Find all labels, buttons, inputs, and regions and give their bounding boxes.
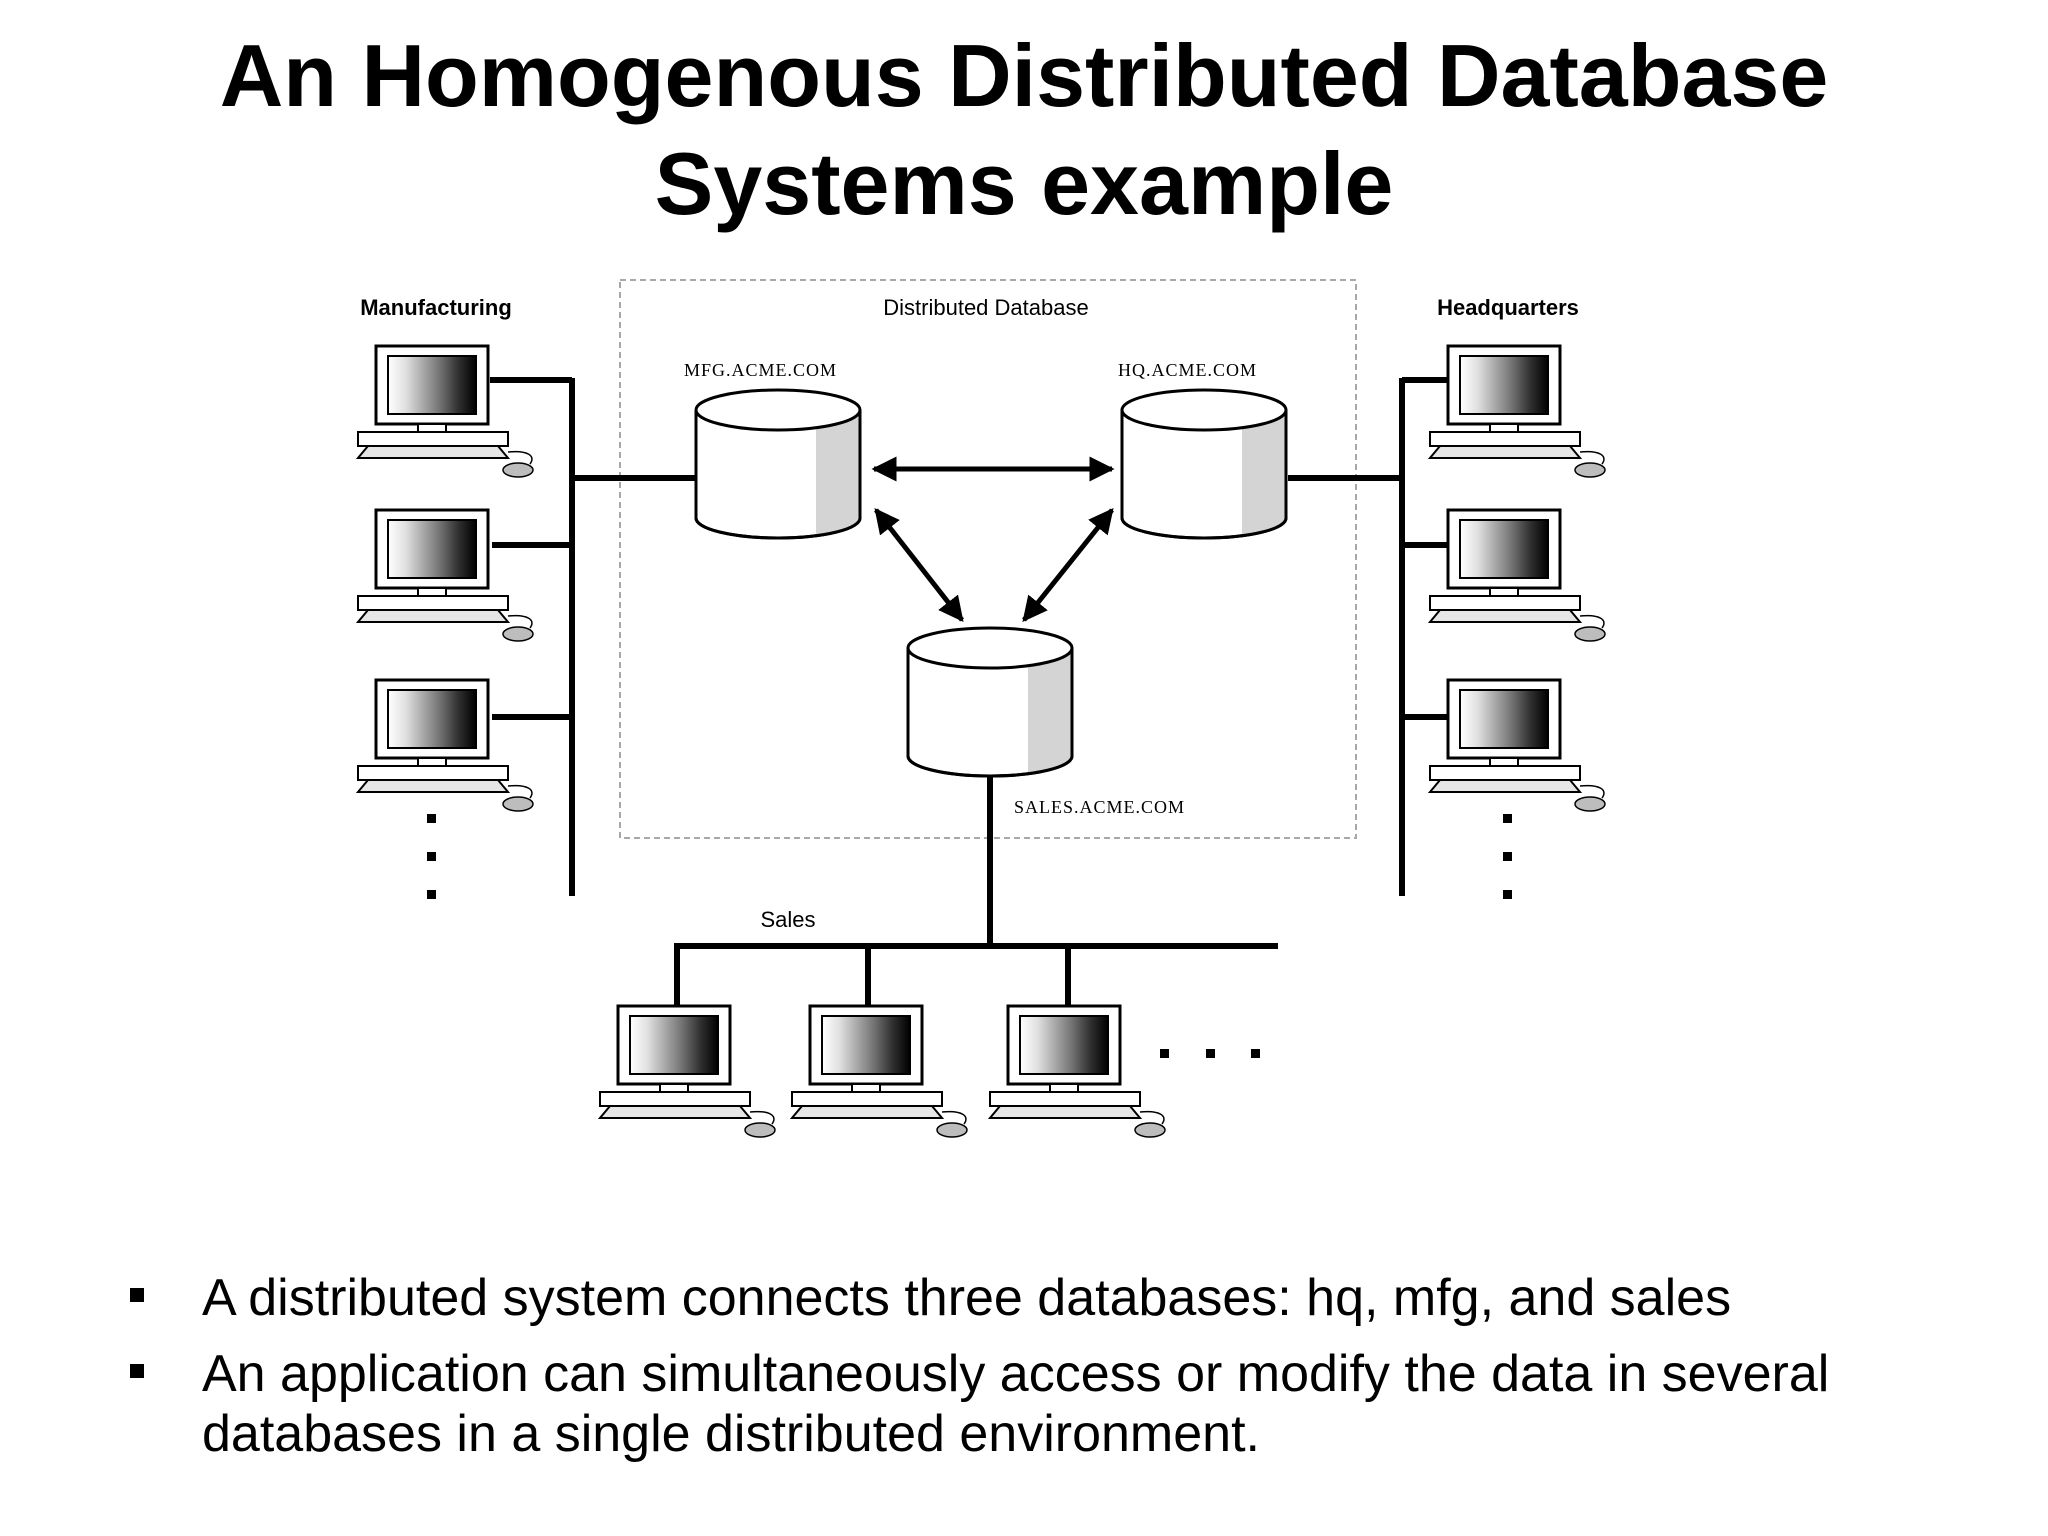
computer-manufacturing-2 (356, 508, 535, 643)
bullet-item-1: A distributed system connects three data… (120, 1268, 1980, 1328)
ellipsis-manufacturing (427, 814, 436, 899)
computer-headquarters-1 (1428, 344, 1607, 479)
computer-headquarters-2 (1428, 508, 1607, 643)
label-db-sales: SALES.ACME.COM (1014, 797, 1185, 817)
bullet-square-icon (130, 1364, 144, 1378)
database-hq (1120, 388, 1288, 540)
label-distributed-database: Distributed Database (883, 295, 1088, 320)
bullet-square-icon (130, 1288, 144, 1302)
computer-manufacturing-1 (356, 344, 535, 479)
computer-sales-1 (598, 1004, 777, 1139)
bullet-text-2: An application can simultaneously access… (202, 1345, 1830, 1463)
database-mfg (694, 388, 862, 540)
label-headquarters: Headquarters (1437, 295, 1579, 320)
label-manufacturing: Manufacturing (360, 295, 512, 320)
arrow-mfg-sales (874, 508, 964, 622)
slide-title: An Homogenous Distributed Database Syste… (0, 22, 2048, 238)
arrow-hq-sales (1022, 508, 1114, 622)
slide-title-line-1: An Homogenous Distributed Database (219, 26, 1829, 125)
bullet-list: A distributed system connects three data… (120, 1268, 1980, 1480)
label-sales: Sales (760, 907, 815, 932)
label-db-mfg: MFG.ACME.COM (684, 360, 837, 380)
bullet-text-1: A distributed system connects three data… (202, 1269, 1732, 1327)
computer-headquarters-3 (1428, 678, 1607, 813)
ellipsis-sales (1160, 1049, 1260, 1058)
ellipsis-headquarters (1503, 814, 1512, 899)
bullet-item-2: An application can simultaneously access… (120, 1344, 1980, 1464)
computer-sales-3 (988, 1004, 1167, 1139)
label-db-hq: HQ.ACME.COM (1118, 360, 1257, 380)
computer-manufacturing-3 (356, 678, 535, 813)
computer-sales-2 (790, 1004, 969, 1139)
slide-title-line-2: Systems example (654, 134, 1394, 233)
database-sales (906, 626, 1074, 778)
